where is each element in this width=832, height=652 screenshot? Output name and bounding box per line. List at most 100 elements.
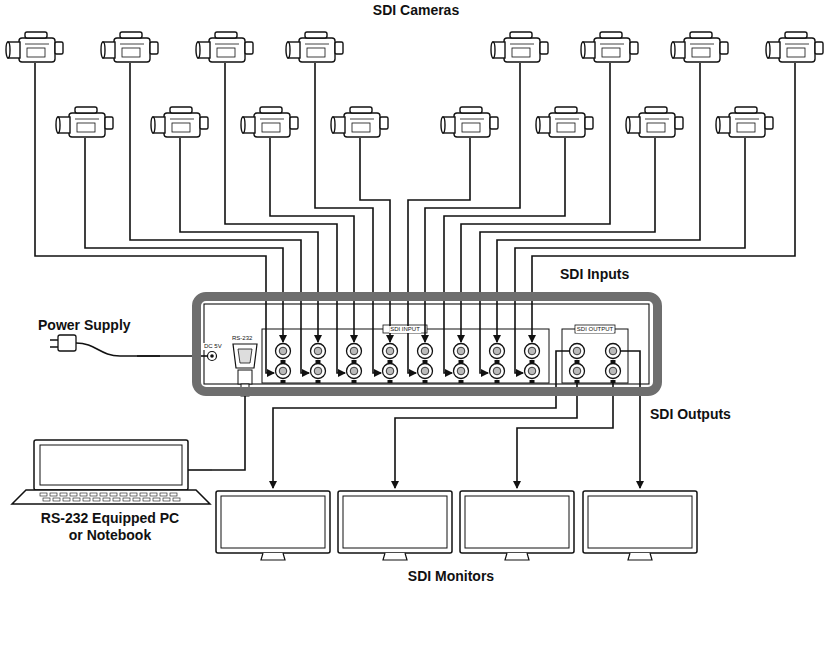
key — [110, 493, 117, 496]
bnc-port — [570, 364, 585, 379]
key — [173, 498, 180, 501]
output-cable — [517, 380, 613, 488]
bnc-pin — [314, 367, 322, 375]
bnc-pin — [314, 347, 322, 355]
output-cable — [273, 351, 570, 488]
input-cable — [225, 63, 345, 373]
input-cable — [315, 63, 381, 373]
port-mark — [459, 360, 464, 363]
key — [130, 493, 137, 496]
bnc-pin — [350, 347, 358, 355]
key — [70, 493, 77, 496]
sdi-camera — [626, 107, 683, 137]
bnc-port — [490, 344, 505, 359]
key — [83, 498, 90, 501]
key — [43, 498, 50, 501]
power-supply: Power Supply — [38, 316, 137, 368]
bnc-pin — [609, 347, 617, 355]
key — [170, 493, 177, 496]
key — [40, 493, 47, 496]
bnc-port — [347, 344, 362, 359]
input-cable — [360, 138, 390, 342]
bnc-pin — [573, 347, 581, 355]
bnc-port — [454, 344, 469, 359]
port-mark — [459, 380, 464, 383]
bnc-pin — [528, 347, 536, 355]
key — [140, 493, 147, 496]
bnc-port — [490, 364, 505, 379]
input-cable — [270, 138, 354, 342]
port-mark — [423, 380, 428, 383]
bnc-port — [454, 364, 469, 379]
bnc-pin — [493, 347, 501, 355]
key — [123, 498, 130, 501]
cable — [212, 396, 245, 470]
port-mark — [352, 380, 357, 383]
input-cable — [130, 63, 309, 373]
bnc-pin — [350, 367, 358, 375]
bnc-port — [383, 344, 398, 359]
key — [120, 493, 127, 496]
sdi-camera — [6, 32, 63, 62]
sdi-camera — [331, 107, 388, 137]
sdi-monitor — [460, 491, 574, 560]
port-mark — [388, 360, 393, 363]
bnc-port — [311, 344, 326, 359]
key — [160, 493, 167, 496]
port-mark — [316, 380, 321, 383]
bnc-pin — [279, 347, 287, 355]
sdi-monitor — [583, 491, 697, 560]
key — [60, 493, 67, 496]
bnc-pin — [279, 367, 287, 375]
key — [153, 498, 160, 501]
key — [73, 498, 80, 501]
sdi-camera — [491, 32, 548, 62]
key — [103, 498, 110, 501]
key — [63, 498, 70, 501]
bnc-pin — [493, 367, 501, 375]
bnc-port — [276, 364, 291, 379]
key — [90, 493, 97, 496]
panel-label: SDI INPUT — [389, 326, 421, 333]
port-mark — [281, 380, 286, 383]
bnc-port — [383, 364, 398, 379]
port-mark — [352, 360, 357, 363]
group-title: SDI Monitors — [408, 568, 494, 584]
key — [53, 498, 60, 501]
group-label: SDI Inputs — [560, 266, 629, 282]
sdi-monitor — [216, 491, 330, 560]
pc-notebook: RS-232 Equipped PC or Notebook — [8, 436, 212, 544]
bnc-port — [418, 364, 433, 379]
port-mark — [575, 360, 580, 363]
input-cable — [35, 63, 274, 373]
key — [100, 493, 107, 496]
port-label: RS-232 — [231, 335, 253, 342]
bnc-port — [570, 344, 585, 359]
sdi-camera — [671, 32, 728, 62]
key — [143, 498, 150, 501]
port-mark — [530, 380, 535, 383]
port-mark — [611, 360, 616, 363]
group-title: SDI Cameras — [373, 2, 459, 18]
group-label: SDI Outputs — [650, 406, 731, 422]
key — [50, 493, 57, 496]
bnc-pin — [386, 347, 394, 355]
bnc-pin — [421, 367, 429, 375]
panel-label: SDI OUTPUT — [576, 326, 614, 333]
bnc-port — [347, 364, 362, 379]
bnc-pin — [421, 347, 429, 355]
port-mark — [423, 360, 428, 363]
sdi-camera — [151, 107, 208, 137]
port-mark — [388, 380, 393, 383]
bnc-pin — [457, 347, 465, 355]
bnc-port — [418, 344, 433, 359]
port-mark — [316, 360, 321, 363]
sdi-camera — [536, 107, 593, 137]
node-label: RS-232 Equipped PC or Notebook — [40, 510, 180, 544]
port-label: DC 5V — [203, 343, 223, 350]
bnc-port — [606, 364, 621, 379]
key — [113, 498, 120, 501]
port-mark — [495, 360, 500, 363]
bnc-port — [525, 364, 540, 379]
cable — [137, 355, 192, 357]
